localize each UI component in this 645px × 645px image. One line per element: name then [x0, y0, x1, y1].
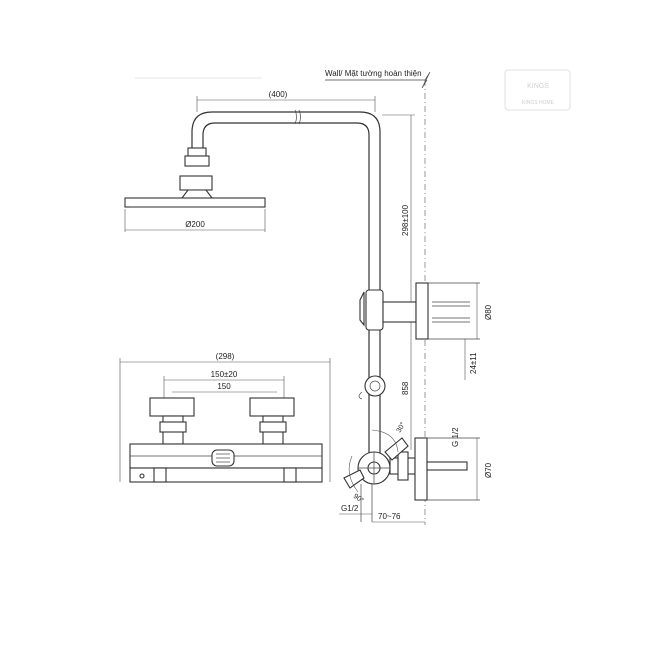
valve-handle-angled	[384, 437, 409, 461]
angle-small-label: 30°	[395, 421, 407, 434]
valve-front: (298) 150±20 150	[119, 352, 331, 483]
watermark-brand: KINGS	[527, 83, 549, 90]
pipe-height-dim: 858	[401, 330, 412, 450]
shower-head: Ø200	[124, 147, 266, 232]
wall-leader	[325, 71, 431, 89]
left-handle-stub	[153, 467, 167, 483]
shower-arm	[191, 109, 381, 290]
valve-lower-arm	[343, 469, 365, 489]
right-eccentric-flange	[249, 397, 295, 417]
flange-diameter-label: Ø70	[484, 462, 493, 478]
ring-outer	[364, 375, 386, 397]
pipe-height-label: 858	[401, 381, 410, 395]
right-connector-nut	[259, 421, 287, 433]
head-ball-joint	[179, 175, 213, 191]
bracket-clamp-side	[359, 291, 365, 327]
head-neck	[180, 189, 214, 199]
valve-inlet-nut	[397, 451, 409, 481]
valve-wall-pipe	[426, 461, 468, 471]
centers-adjust-label: 150±20	[211, 370, 238, 379]
bracket-arm	[382, 301, 417, 323]
bracket-offset-dim: 24±11	[464, 339, 478, 380]
wall-distance-label: 70~76	[378, 512, 401, 521]
bracket-flange	[415, 282, 429, 340]
watermark-logo: KINGS KINGS HOME	[504, 69, 571, 111]
arm-break-mark	[294, 109, 301, 125]
bracket-clamp	[365, 289, 384, 331]
wall-label: Wall/ Mặt tường hoàn thiện	[325, 69, 422, 78]
head-diameter-label: Ø200	[185, 220, 205, 229]
pipe-ring	[358, 375, 386, 400]
inlet-thread-right-label: G 1/2	[451, 427, 460, 447]
ring-tab	[358, 391, 363, 400]
riser-height-dim: 298±100	[382, 114, 415, 330]
riser-height-label: 298±100	[401, 204, 410, 236]
arm-length-dim: (400)	[196, 90, 376, 112]
ring-inner	[369, 380, 381, 392]
right-handle-stub	[283, 467, 297, 483]
head-nut-mid	[184, 155, 210, 167]
valve-width-label: (298)	[216, 352, 235, 361]
centers-label: 150	[217, 382, 231, 391]
bracket-offset-label: 24±11	[469, 352, 478, 374]
valve-body-base	[129, 467, 323, 483]
inlet-thread-left-label: G1/2	[341, 504, 359, 513]
arm-pipe-outer	[191, 111, 381, 290]
angle-large-arc	[348, 455, 359, 493]
head-nut-top	[187, 147, 207, 157]
valve-side: Ø70 G 1/2 30° 90° G1/2 70~76	[339, 421, 493, 523]
arm-pipe-inner	[202, 122, 370, 290]
valve-flange	[414, 437, 428, 501]
watermark-sub: KINGS HOME	[522, 100, 555, 106]
front-screw	[139, 473, 145, 479]
angle-small-arc	[371, 429, 399, 453]
wall-bracket: Ø80	[359, 282, 493, 340]
arm-length-label: (400)	[269, 90, 288, 99]
left-connector-nut	[159, 421, 187, 433]
head-plate	[124, 197, 266, 208]
bracket-diameter-label: Ø80	[484, 304, 493, 320]
angle-large-label: 90°	[352, 492, 365, 505]
left-eccentric-flange	[149, 397, 195, 417]
